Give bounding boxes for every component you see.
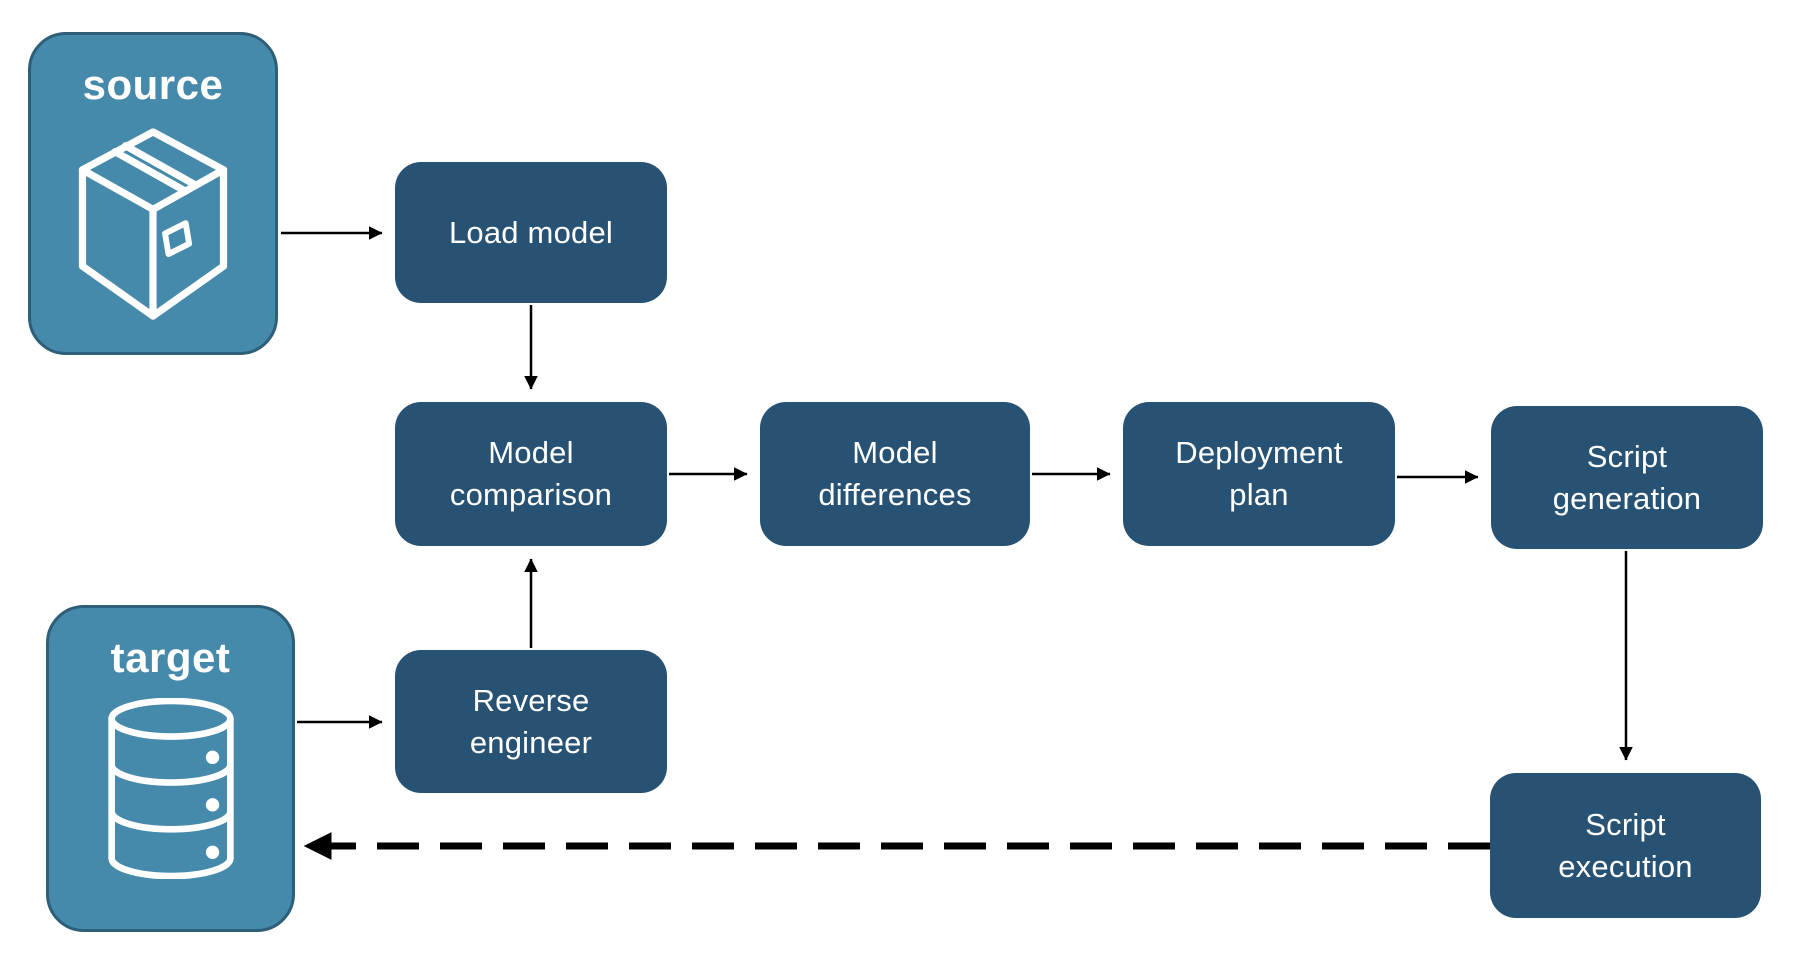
target-label: target — [110, 634, 231, 681]
endpoint-target: target — [46, 605, 295, 932]
endpoint-source: source — [28, 32, 278, 355]
node-script-generation: Script generation — [1491, 406, 1763, 549]
node-reverse-engineer: Reverse engineer — [395, 650, 667, 793]
node-model-differences: Model differences — [760, 402, 1030, 546]
node-load-model: Load model — [395, 162, 667, 303]
database-icon — [107, 698, 234, 879]
source-label: source — [82, 61, 224, 108]
node-model-comparison: Model comparison — [395, 402, 667, 546]
package-icon — [78, 128, 228, 320]
node-deployment-plan: Deployment plan — [1123, 402, 1395, 546]
node-script-execution: Script execution — [1490, 773, 1761, 918]
